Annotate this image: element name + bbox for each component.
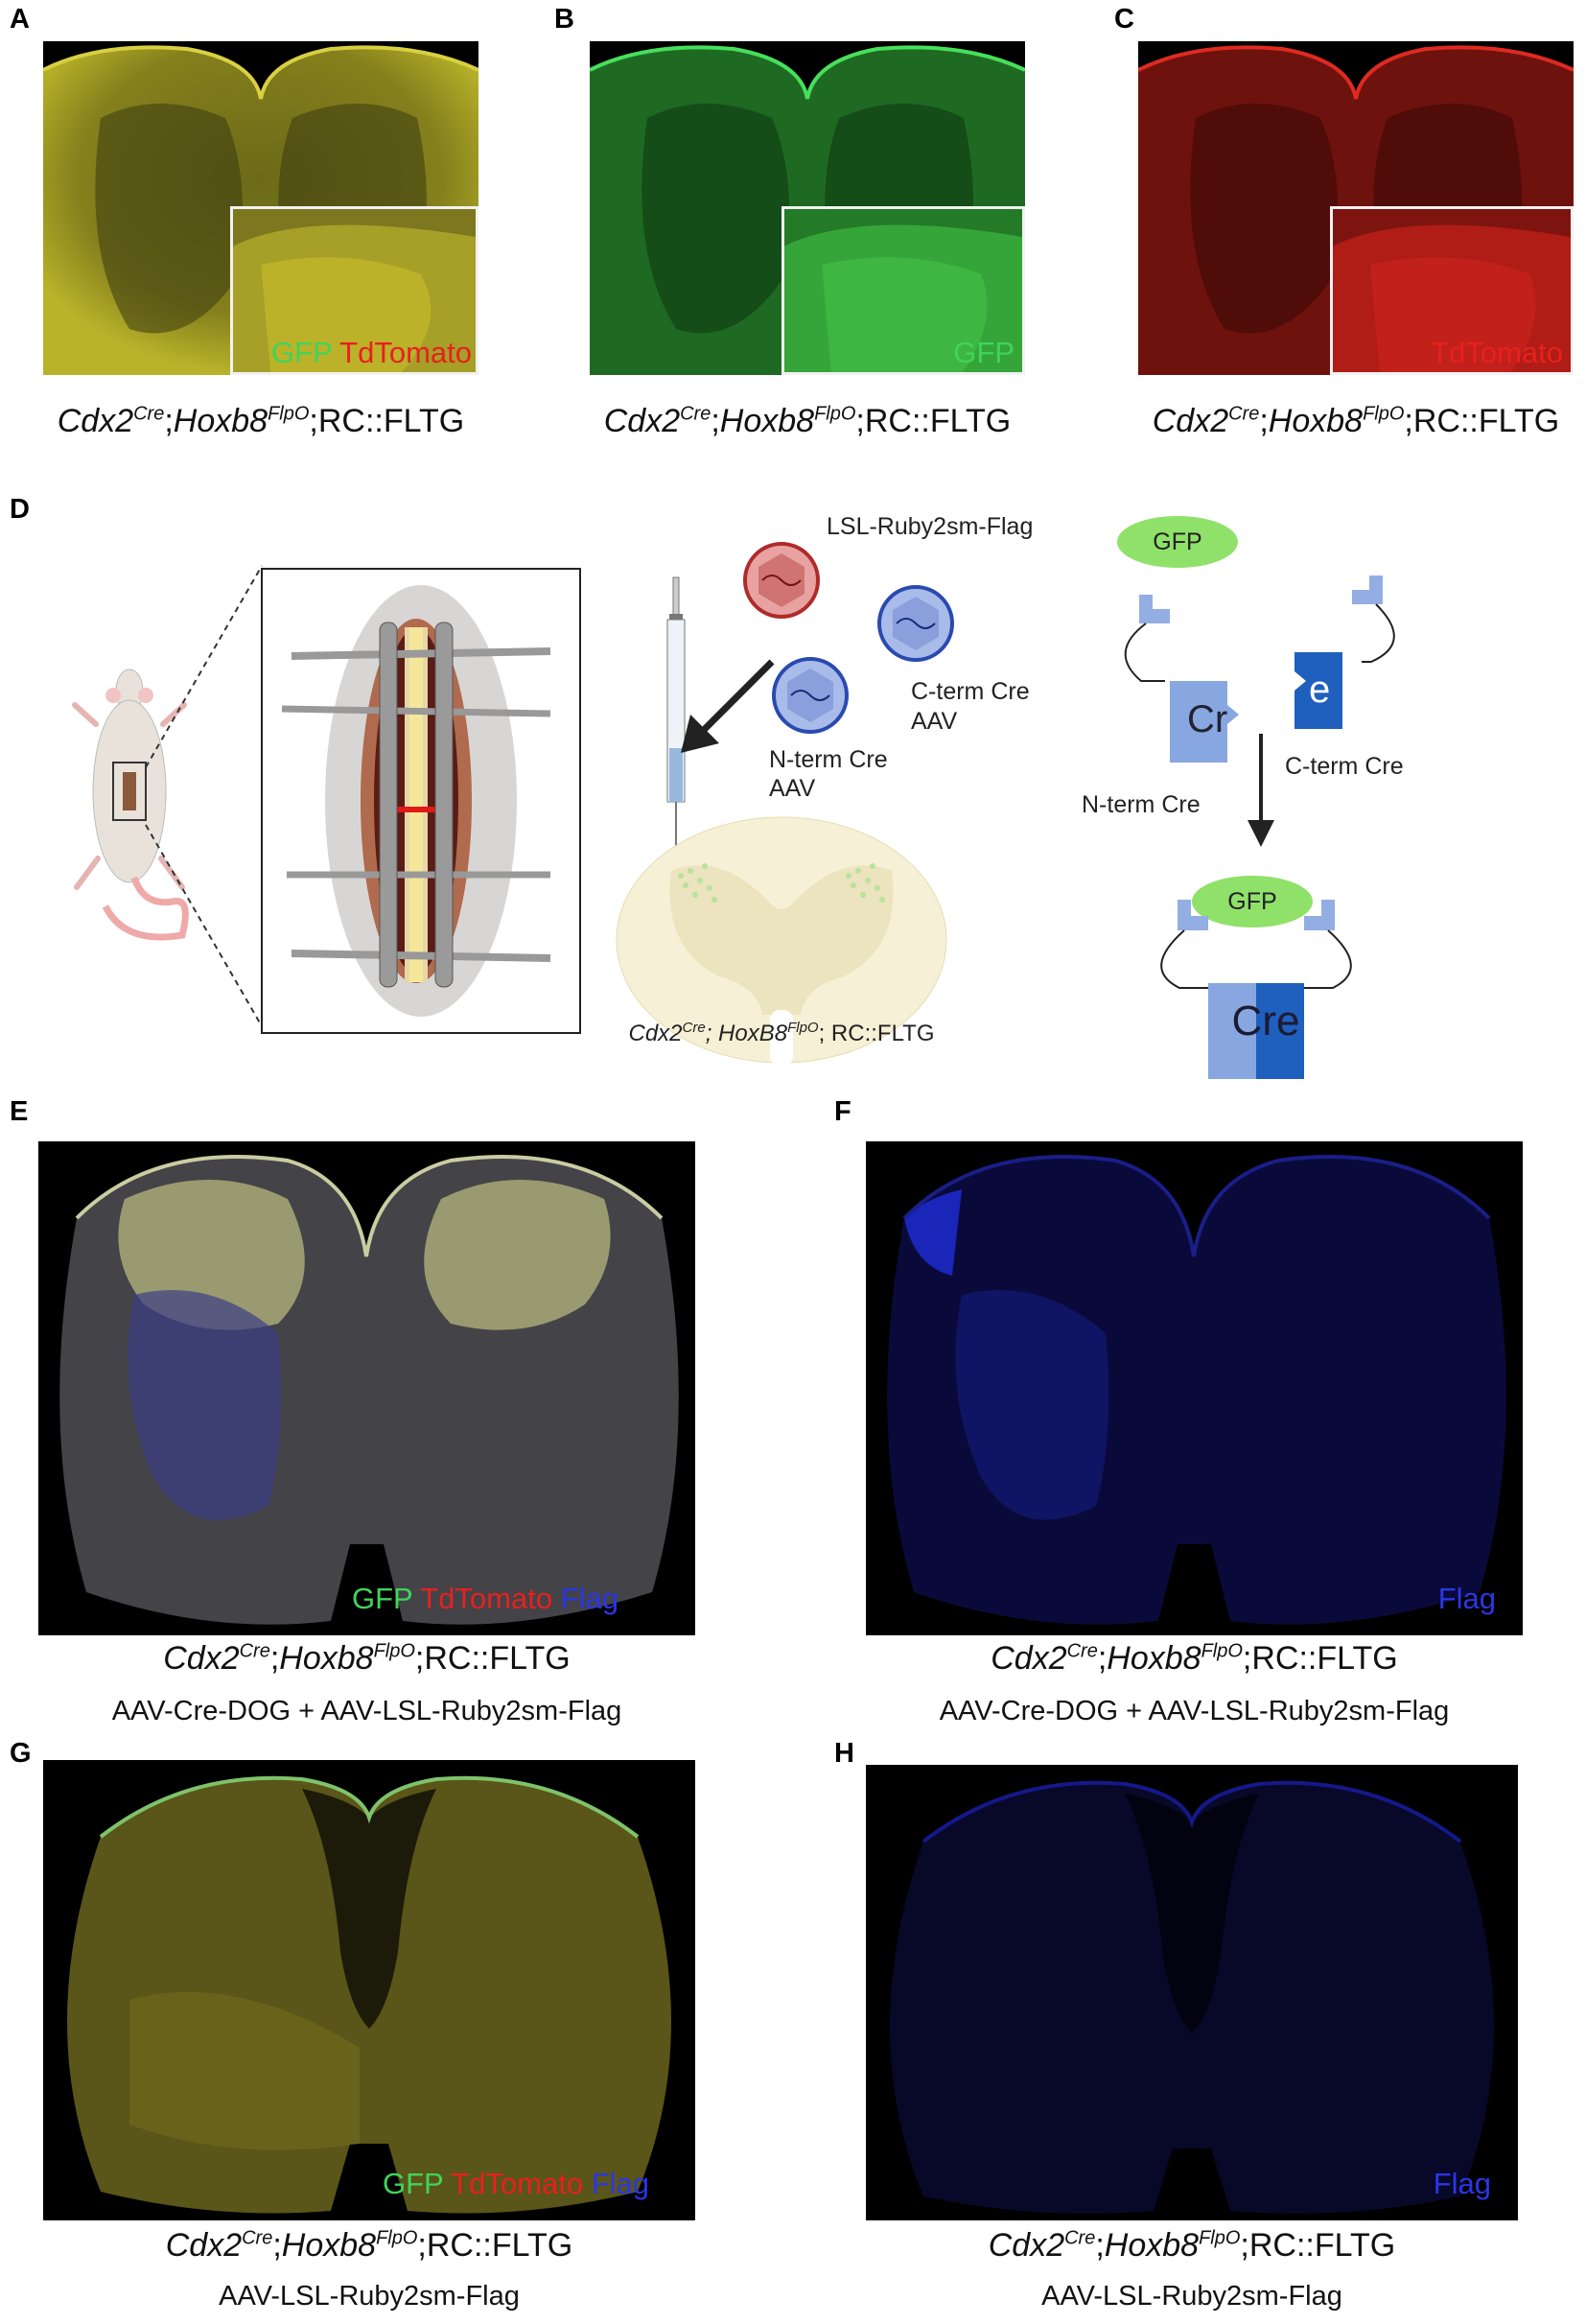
panel-label-h: H bbox=[834, 1738, 854, 1769]
subcaption-h: AAV-LSL-Ruby2sm-Flag bbox=[1041, 2281, 1342, 2312]
e-fragment-label: e bbox=[1309, 669, 1331, 711]
legend-gfp: GFP bbox=[382, 2167, 444, 2200]
virus-red-icon bbox=[743, 542, 820, 619]
inset-a: GFP TdTomato bbox=[230, 206, 478, 375]
virus-nterm-label-2: AAV bbox=[769, 775, 816, 802]
gfp-ellipse-bottom: GFP bbox=[1192, 876, 1313, 927]
micrograph-a: GFP TdTomato bbox=[43, 41, 478, 375]
legend-gfp: GFP bbox=[953, 336, 1015, 369]
inset-b: GFP bbox=[781, 206, 1025, 375]
legend-tdtomato: TdTomato bbox=[451, 2167, 584, 2200]
legend-h: Flag bbox=[1434, 2167, 1491, 2201]
reconstitution-arrow bbox=[1248, 734, 1274, 847]
virus-cterm-label-1: C-term Cre bbox=[911, 678, 1030, 705]
caption-e: Cdx2Cre;Hoxb8FlpO;RC::FLTG bbox=[163, 1640, 571, 1677]
panel-label-a: A bbox=[10, 4, 30, 35]
legend-flag: Flag bbox=[591, 2167, 649, 2200]
legend-gfp: GFP bbox=[270, 336, 333, 369]
legend-b: GFP bbox=[953, 336, 1015, 370]
caption-a: Cdx2Cre;Hoxb8FlpO;RC::FLTG bbox=[57, 403, 465, 439]
reconstituted-cre bbox=[1160, 900, 1352, 1079]
cord-genotype-label: Cdx2Cre; HoxB8FlpO; RC::FLTG bbox=[628, 1020, 935, 1046]
caption-f: Cdx2Cre;Hoxb8FlpO;RC::FLTG bbox=[991, 1640, 1398, 1677]
mouse-illustration bbox=[72, 669, 189, 941]
legend-flag: Flag bbox=[560, 1582, 618, 1615]
caption-b: Cdx2Cre;Hoxb8FlpO;RC::FLTG bbox=[603, 403, 1012, 439]
legend-tdtomato: TdTomato bbox=[1431, 336, 1563, 369]
legend-f: Flag bbox=[1438, 1582, 1496, 1616]
surgery-zoom-box bbox=[261, 568, 581, 1034]
subcaption-g: AAV-LSL-Ruby2sm-Flag bbox=[219, 2281, 520, 2312]
caption-g: Cdx2Cre;Hoxb8FlpO;RC::FLTG bbox=[165, 2227, 573, 2264]
legend-g: GFP TdTomato Flag bbox=[383, 2167, 649, 2201]
nterm-cre-label: N-term Cre bbox=[1082, 791, 1201, 818]
panel-label-e: E bbox=[10, 1096, 29, 1127]
cr-fragment-label: Cr bbox=[1187, 698, 1228, 740]
virus-cterm-label-2: AAV bbox=[911, 708, 958, 735]
micrograph-b: GFP bbox=[590, 41, 1025, 375]
inset-c: TdTomato bbox=[1330, 206, 1574, 375]
virus-nterm-label-1: N-term Cre bbox=[769, 746, 888, 773]
caption-c: Cdx2Cre;Hoxb8FlpO;RC::FLTG bbox=[1152, 403, 1560, 439]
panel-label-b: B bbox=[554, 4, 574, 35]
caption-h: Cdx2Cre;Hoxb8FlpO;RC::FLTG bbox=[988, 2227, 1396, 2264]
virus-nterm-icon bbox=[772, 657, 849, 734]
subcaption-f: AAV-Cre-DOG + AAV-LSL-Ruby2sm-Flag bbox=[939, 1696, 1450, 1726]
spinal-cord-illustration bbox=[616, 816, 947, 1066]
syringe-illustration bbox=[666, 576, 686, 854]
cterm-cre-label: C-term Cre bbox=[1285, 753, 1404, 780]
legend-tdtomato: TdTomato bbox=[420, 1582, 553, 1615]
micrograph-g: GFP TdTomato Flag bbox=[43, 1760, 695, 2220]
micrograph-c: TdTomato bbox=[1138, 41, 1574, 375]
panel-label-g: G bbox=[10, 1738, 32, 1769]
injection-arrow bbox=[681, 659, 775, 753]
legend-flag: Flag bbox=[1437, 1582, 1496, 1615]
micrograph-h: Flag bbox=[866, 1765, 1518, 2220]
micrograph-f: Flag bbox=[866, 1141, 1523, 1635]
panel-label-f: F bbox=[834, 1096, 851, 1127]
legend-a: GFP TdTomato bbox=[271, 336, 472, 370]
legend-e: GFP TdTomato Flag bbox=[352, 1582, 618, 1616]
virus-red-label: LSL-Ruby2sm-Flag bbox=[827, 513, 1034, 540]
zoom-lines bbox=[145, 565, 263, 1027]
legend-tdtomato: TdTomato bbox=[339, 336, 472, 369]
legend-gfp: GFP bbox=[351, 1582, 413, 1615]
panel-label-d: D bbox=[10, 494, 30, 525]
virus-cterm-icon bbox=[877, 585, 954, 662]
micrograph-e: GFP TdTomato Flag bbox=[38, 1141, 695, 1635]
legend-c: TdTomato bbox=[1431, 336, 1563, 370]
legend-flag: Flag bbox=[1433, 2167, 1491, 2200]
cre-whole-label: Cre bbox=[1231, 998, 1300, 1045]
subcaption-e: AAV-Cre-DOG + AAV-LSL-Ruby2sm-Flag bbox=[111, 1696, 622, 1726]
gfp-ellipse-top: GFP bbox=[1117, 516, 1238, 568]
panel-label-c: C bbox=[1114, 4, 1134, 35]
split-cre-fragments bbox=[1124, 575, 1395, 763]
